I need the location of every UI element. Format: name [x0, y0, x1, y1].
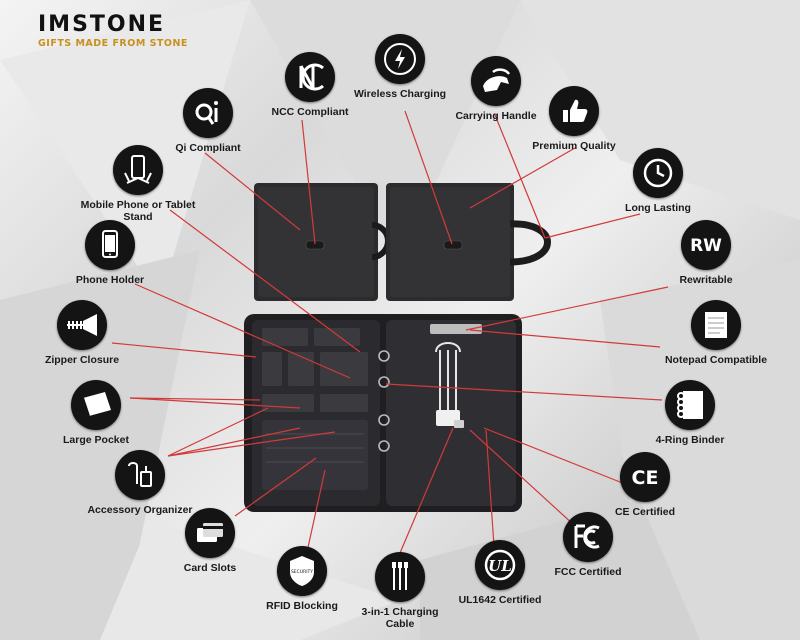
feature-ring-binder: 4-Ring Binder	[620, 380, 760, 446]
feature-rewritable: RW Rewritable	[636, 220, 776, 286]
rw-text-icon: RW	[681, 220, 731, 270]
feature-label: UL1642 Certified	[458, 594, 542, 606]
closed-folder-front	[254, 183, 391, 301]
feature-zipper: Zipper Closure	[12, 300, 152, 366]
feature-label: Mobile Phone or Tablet Stand	[80, 199, 196, 223]
feature-label: Phone Holder	[75, 274, 145, 286]
feature-label: 3-in-1 Charging Cable	[361, 606, 439, 630]
rw-icon-text: RW	[690, 236, 722, 256]
phone-stand-icon	[113, 145, 163, 195]
feature-charging-cable: 3-in-1 Charging Cable	[330, 552, 470, 630]
feature-ncc: NCC Compliant	[240, 52, 380, 118]
feature-label: Carrying Handle	[455, 110, 537, 122]
feature-label: FCC Certified	[554, 566, 622, 578]
card-slots-icon	[185, 508, 235, 558]
feature-label: Card Slots	[183, 562, 237, 574]
ce-icon-text: CE	[632, 467, 659, 489]
rfid-shield-icon: SECURITY	[277, 546, 327, 596]
closed-folder-with-handle	[386, 183, 551, 301]
feature-label: Large Pocket	[63, 434, 129, 446]
fcc-logo-icon	[563, 512, 613, 562]
brand-logo: IMSTONE GIFTS MADE FROM STONE	[38, 12, 208, 52]
zipper-icon	[57, 300, 107, 350]
accessory-organizer-icon	[115, 450, 165, 500]
smartphone-icon	[85, 220, 135, 270]
feature-notepad: Notepad Compatible	[646, 300, 786, 366]
feature-label: CE Certified	[614, 506, 676, 518]
feature-large-pocket: Large Pocket	[26, 380, 166, 446]
feature-ul: UL UL1642 Certified	[430, 540, 570, 606]
feature-rfid: SECURITY RFID Blocking	[232, 546, 372, 612]
feature-fcc: FCC Certified	[518, 512, 658, 578]
feature-phone-holder: Phone Holder	[40, 220, 180, 286]
feature-long-lasting: Long Lasting	[588, 148, 728, 214]
feature-label: Wireless Charging	[353, 88, 447, 100]
brand-tagline: GIFTS MADE FROM STONE	[38, 38, 188, 49]
ncc-logo-icon	[285, 52, 335, 102]
notepad-icon	[691, 300, 741, 350]
ce-mark-icon: CE	[620, 452, 670, 502]
book-pocket-icon	[71, 380, 121, 430]
hand-handle-icon	[471, 56, 521, 106]
feature-accessory-organizer: Accessory Organizer	[70, 450, 210, 516]
three-cables-icon	[375, 552, 425, 602]
rfid-icon-text: SECURITY	[291, 569, 313, 575]
ul-icon-text: UL	[488, 557, 512, 575]
feature-phone-stand: Mobile Phone or Tablet Stand	[68, 145, 208, 223]
feature-wireless-charging: Wireless Charging	[330, 34, 470, 100]
feature-label: RFID Blocking	[266, 600, 338, 612]
clock-icon	[633, 148, 683, 198]
feature-label: Notepad Compatible	[664, 354, 768, 366]
open-folder	[244, 314, 522, 512]
feature-label: Accessory Organizer	[87, 504, 193, 516]
feature-label: Rewritable	[679, 274, 733, 286]
wireless-charging-icon	[375, 34, 425, 84]
feature-label: Zipper Closure	[44, 354, 120, 366]
brand-name: IMSTONE	[38, 12, 166, 37]
feature-label: Qi Compliant	[175, 142, 241, 154]
thumbs-up-icon	[549, 86, 599, 136]
feature-label: Premium Quality	[532, 140, 616, 152]
ul-logo-icon: UL	[475, 540, 525, 590]
feature-ce: CE CE Certified	[575, 452, 715, 518]
feature-label: 4-Ring Binder	[655, 434, 725, 446]
qi-logo-icon	[183, 88, 233, 138]
feature-qi: Qi Compliant	[138, 88, 278, 154]
ring-binder-icon	[665, 380, 715, 430]
feature-label: Long Lasting	[625, 202, 691, 214]
feature-label: NCC Compliant	[271, 106, 349, 118]
feature-card-slots: Card Slots	[140, 508, 280, 574]
feature-carrying-handle: Carrying Handle	[426, 56, 566, 122]
feature-premium-quality: Premium Quality	[504, 86, 644, 152]
